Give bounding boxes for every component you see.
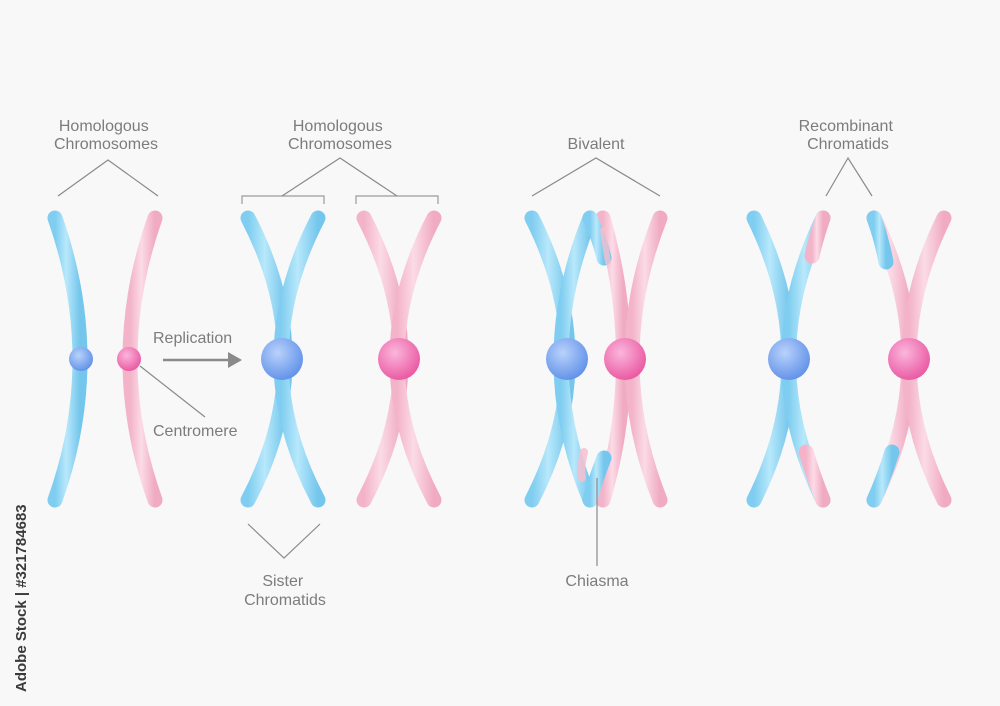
blue-centromere — [546, 338, 588, 380]
pink-centromere — [117, 347, 141, 371]
arrow-right-icon — [163, 352, 242, 368]
group-bivalent: Bivalent Chiasma — [524, 136, 668, 590]
crossover-pink-bottom — [577, 448, 588, 482]
blue-centromere — [261, 338, 303, 380]
pink-pair-bracket — [355, 195, 439, 204]
recombinant-blue-bottom — [866, 444, 900, 508]
stock-watermark: Adobe Stock | #321784683 — [13, 504, 30, 692]
centromere-label: Centromere — [153, 423, 238, 440]
group-homologous-replicated: Homologous Chromosomes Sister Chromatids — [240, 118, 442, 609]
sister-label: Sister Chromatids — [244, 573, 326, 609]
chiasma-label: Chiasma — [565, 573, 628, 590]
replication-step: Replication — [153, 330, 242, 368]
centromere-pointer — [139, 365, 206, 418]
recombinant-pink-top — [804, 210, 831, 264]
recombinant-pink-bottom — [798, 444, 831, 508]
blue-pair-bracket — [241, 195, 325, 204]
bivalent-label: Bivalent — [568, 136, 625, 153]
watermark-text: Adobe Stock | #321784683 — [13, 504, 30, 692]
crossover-top — [582, 210, 612, 266]
homologous-2-pointer — [281, 157, 398, 197]
group-recombinant: Recombinant Chromatids — [746, 118, 952, 508]
recombinant-blue-top — [866, 210, 894, 270]
homologous-1-pointer — [57, 159, 159, 197]
homologous-1-label: Homologous Chromosomes — [54, 118, 158, 153]
sister-pointer — [247, 523, 321, 559]
recombinant-pointer — [825, 156, 873, 197]
pink-centromere — [378, 338, 420, 380]
replication-label: Replication — [153, 330, 232, 347]
recombinant-label: Recombinant Chromatids — [799, 118, 898, 153]
pink-centromere — [888, 338, 930, 380]
group-homologous-single: Homologous Chromosomes Centromere — [47, 118, 238, 508]
bivalent-pointer — [531, 157, 661, 197]
blue-centromere — [768, 338, 810, 380]
homologous-2-label: Homologous Chromosomes — [288, 118, 392, 153]
blue-centromere — [69, 347, 93, 371]
crossover-pink-tip — [600, 227, 611, 265]
pink-centromere — [604, 338, 646, 380]
